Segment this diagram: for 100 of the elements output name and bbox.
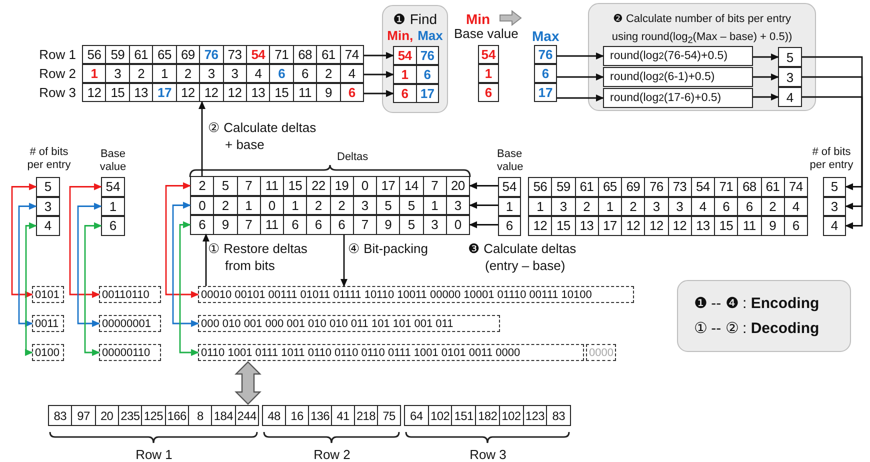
- table-cell: 54: [246, 46, 270, 63]
- table-cell: 5: [399, 196, 422, 214]
- table-cell: 54: [690, 178, 714, 196]
- bit-string-box: 00010 00101 00111 01011 01111 10110 10011 00000 10001 01110 00111 10100: [198, 286, 634, 303]
- array-row: [262, 405, 401, 426]
- step-panel: [588, 3, 816, 111]
- table-cell: 15: [551, 217, 574, 234]
- annotation-text: ❸ Calculate deltas (entry – base): [468, 240, 578, 274]
- arrow: [364, 52, 394, 59]
- table-cell: 9: [213, 216, 236, 234]
- array-row: [393, 65, 439, 84]
- table-cell: 6: [784, 217, 807, 234]
- table-cell: 15: [283, 177, 306, 194]
- table-cell: 15: [714, 217, 738, 234]
- table-cell: 5: [213, 177, 236, 194]
- table-cell-text: 6: [400, 85, 410, 102]
- value-cell: 5: [36, 177, 60, 196]
- table-cell: 4: [246, 65, 270, 82]
- annotation-text: # of bits per entry: [808, 146, 854, 172]
- table-cell: 59: [551, 178, 574, 196]
- table-cell: 17: [598, 217, 621, 234]
- arrow: [753, 94, 779, 100]
- array-row: [190, 215, 470, 234]
- table-cell-text: 0: [198, 196, 207, 214]
- row-label: Row 3: [38, 84, 76, 102]
- table-cell: 11: [737, 217, 760, 234]
- panel-heading: Min,: [387, 28, 414, 43]
- value-cell: 3: [36, 196, 60, 216]
- table-cell: 17: [152, 84, 176, 101]
- key-panel: [677, 280, 851, 352]
- arrow: [234, 361, 262, 405]
- arrow: [557, 94, 604, 102]
- table-cell: 12: [199, 84, 223, 101]
- table-cell: 20: [94, 406, 118, 425]
- table-cell: 182: [475, 406, 499, 425]
- value-cell: 3: [823, 196, 846, 216]
- table-cell: 71: [714, 178, 738, 196]
- table-cell: 1: [283, 196, 306, 214]
- table-cell: 69: [621, 178, 644, 196]
- table-cell: 65: [152, 46, 176, 63]
- row-label: Row 3: [468, 446, 508, 462]
- table-cell: 6: [283, 216, 306, 234]
- table-cell: 73: [222, 46, 246, 63]
- array-row: [528, 196, 808, 216]
- bit-string-box: 0110 1001 0111 1011 0110 0110 0110 0111 1001 0101 0011 0000: [198, 344, 584, 361]
- table-cell-text: 83: [52, 408, 68, 424]
- arrow: [753, 74, 779, 80]
- table-cell: 2: [330, 196, 353, 214]
- bit-string-box: 0011: [32, 315, 64, 332]
- table-cell: 68: [737, 178, 760, 196]
- row-label: Row 1: [134, 446, 174, 462]
- table-cell: 4: [784, 198, 807, 215]
- row-label: Row 2: [312, 446, 352, 462]
- table-cell: 3: [352, 196, 376, 214]
- arrow: [802, 96, 863, 230]
- table-cell: 0: [260, 196, 283, 214]
- arrow: [802, 76, 863, 210]
- table-cell: 15: [105, 84, 129, 101]
- table-cell: 7: [352, 216, 376, 234]
- table-cell: 5: [399, 216, 422, 234]
- value-cell: 4: [36, 216, 60, 236]
- value-cell: 54: [498, 177, 521, 196]
- arrow: [69, 183, 102, 298]
- table-cell: 125: [141, 406, 165, 425]
- arrow: [557, 52, 604, 60]
- annotation-text: # of bits per entry: [26, 146, 72, 172]
- table-cell: 71: [269, 46, 293, 63]
- array-row: [48, 405, 259, 426]
- table-cell: 74: [340, 46, 364, 63]
- table-cell-text: 12: [532, 217, 548, 234]
- table-cell: 151: [451, 406, 476, 425]
- annotation-text: Min: [466, 11, 492, 27]
- table-cell: 61: [128, 46, 152, 63]
- table-cell-text: 6: [198, 216, 207, 234]
- bit-string-box: 00000110: [99, 344, 161, 361]
- value-cell: 4: [778, 87, 802, 107]
- array-row: [404, 405, 571, 426]
- table-cell: 65: [598, 178, 621, 196]
- value-cell: 6: [478, 83, 499, 102]
- value-cell: 1: [478, 64, 499, 83]
- table-cell: 6: [416, 66, 438, 83]
- table-cell: 7: [236, 216, 260, 234]
- table-cell: 6: [306, 216, 330, 234]
- table-cell: 69: [176, 46, 200, 63]
- arrow: [198, 101, 206, 176]
- table-cell: 3: [446, 196, 469, 214]
- table-cell: 1: [236, 196, 260, 214]
- table-cell: 3: [199, 65, 223, 82]
- array-row: [82, 64, 364, 83]
- table-cell: 73: [668, 178, 691, 196]
- table-cell: 41: [331, 406, 354, 425]
- value-cell: 5: [823, 177, 846, 196]
- annotation-text: Deltas: [337, 151, 370, 163]
- table-cell: 3: [222, 65, 246, 82]
- arrow: [469, 221, 498, 228]
- table-cell: 59: [105, 46, 129, 63]
- table-cell-text: 56: [86, 46, 102, 63]
- table-cell: 2: [128, 65, 152, 82]
- bit-string-box: 00110110: [99, 286, 161, 303]
- array-row: [82, 83, 364, 102]
